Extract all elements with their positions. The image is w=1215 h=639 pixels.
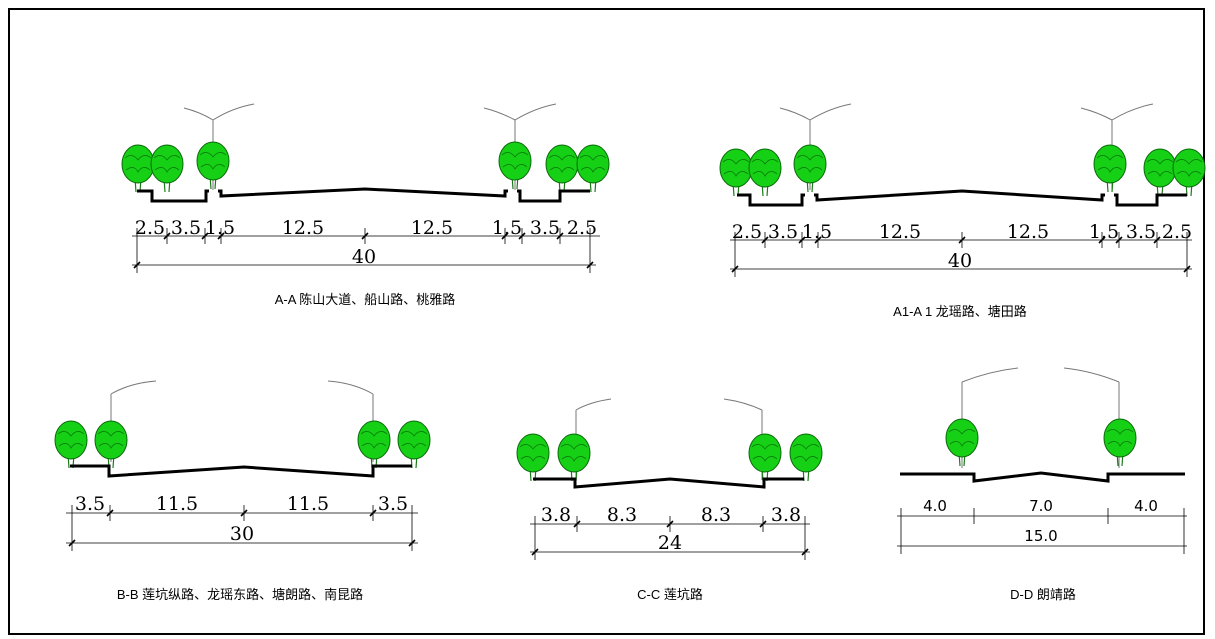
dimension-slash (408, 539, 416, 547)
dimension-slash (666, 520, 674, 528)
dimension-slash (759, 520, 767, 528)
dimension-slash (217, 232, 225, 240)
width-label: 1.5 (205, 217, 235, 239)
total-width-label: 40 (352, 246, 376, 268)
width-label: 8.3 (607, 504, 637, 526)
section-caption: A-A 陈山大道、船山路、桃雅路 (275, 292, 456, 307)
width-label: 2.5 (1162, 221, 1192, 243)
dimension-slash (1115, 236, 1123, 244)
width-label: 3.5 (1126, 221, 1156, 243)
dimension-slash (369, 509, 377, 517)
dimension-slash (731, 265, 739, 273)
dimension-slash (556, 232, 564, 240)
total-width-label: 24 (658, 532, 682, 554)
section-a1a1: 2.5 3.5 1.5 12.5 12.5 1.5 3.5 2.5 40 A1-… (719, 103, 1206, 319)
section-aa: 2.5 3.5 1.5 12.5 12.5 1.5 3.5 2.5 40 A-A… (121, 103, 610, 307)
width-label: 1.5 (802, 221, 832, 243)
section-cc: 3.8 8.3 8.3 3.8 24 C-C 莲坑路 (516, 398, 823, 602)
dimension-slash (761, 236, 769, 244)
dimension-slash (106, 509, 114, 517)
drawing-frame (8, 8, 1205, 635)
width-label: 7.0 (1029, 497, 1053, 515)
section-caption: A1-A 1 龙瑶路、塘田路 (893, 304, 1027, 319)
width-label: 3.5 (75, 493, 105, 515)
width-label: 12.5 (879, 221, 921, 243)
width-label: 8.3 (701, 504, 731, 526)
dimension-slash (958, 236, 966, 244)
dimension-slash (518, 232, 526, 240)
dimension-slash (586, 261, 594, 269)
section-caption: C-C 莲坑路 (637, 587, 703, 602)
width-label: 3.8 (541, 504, 571, 526)
width-label: 3.8 (771, 504, 801, 526)
dimension-slash (201, 232, 209, 240)
width-label: 2.5 (732, 221, 762, 243)
dimension-slash (1153, 236, 1161, 244)
dimension-slash (163, 232, 171, 240)
width-label: 4.0 (1134, 497, 1158, 515)
width-label: 3.5 (378, 493, 408, 515)
dimension-slash (68, 539, 76, 547)
width-label: 3.5 (768, 221, 798, 243)
width-label: 3.5 (171, 217, 201, 239)
section-bb: 3.5 11.5 11.5 3.5 30 B-B 莲坑纵路、龙瑶东路、塘朗路、南… (54, 380, 431, 602)
width-label: 1.5 (492, 217, 522, 239)
width-label: 12.5 (1007, 221, 1049, 243)
dimension-slash (573, 520, 581, 528)
width-label: 2.5 (135, 217, 165, 239)
dimension-slash (814, 236, 822, 244)
dimension-slash (133, 261, 141, 269)
dimension-slash (531, 548, 539, 556)
total-width-label: 30 (230, 523, 254, 545)
section-dd: 4.0 7.0 4.0 15.0 D-D 朗靖路 (897, 367, 1187, 602)
width-label: 12.5 (411, 217, 453, 239)
width-label: 2.5 (567, 217, 597, 239)
width-label: 3.5 (530, 217, 560, 239)
width-label: 1.5 (1089, 221, 1119, 243)
dimension-slash (1098, 236, 1106, 244)
dimension-slash (801, 548, 809, 556)
dimension-slash (1183, 265, 1191, 273)
dimension-slash (361, 232, 369, 240)
width-label: 11.5 (156, 493, 198, 515)
total-width-label: 40 (948, 250, 972, 272)
width-label: 4.0 (923, 497, 947, 515)
section-caption: B-B 莲坑纵路、龙瑶东路、塘朗路、南昆路 (117, 587, 363, 602)
width-label: 12.5 (282, 217, 324, 239)
width-label: 11.5 (287, 493, 329, 515)
dimension-slash (798, 236, 806, 244)
dimension-slash (501, 232, 509, 240)
dimension-slash (240, 509, 248, 517)
section-caption: D-D 朗靖路 (1010, 587, 1076, 602)
total-width-label: 15.0 (1024, 527, 1057, 545)
